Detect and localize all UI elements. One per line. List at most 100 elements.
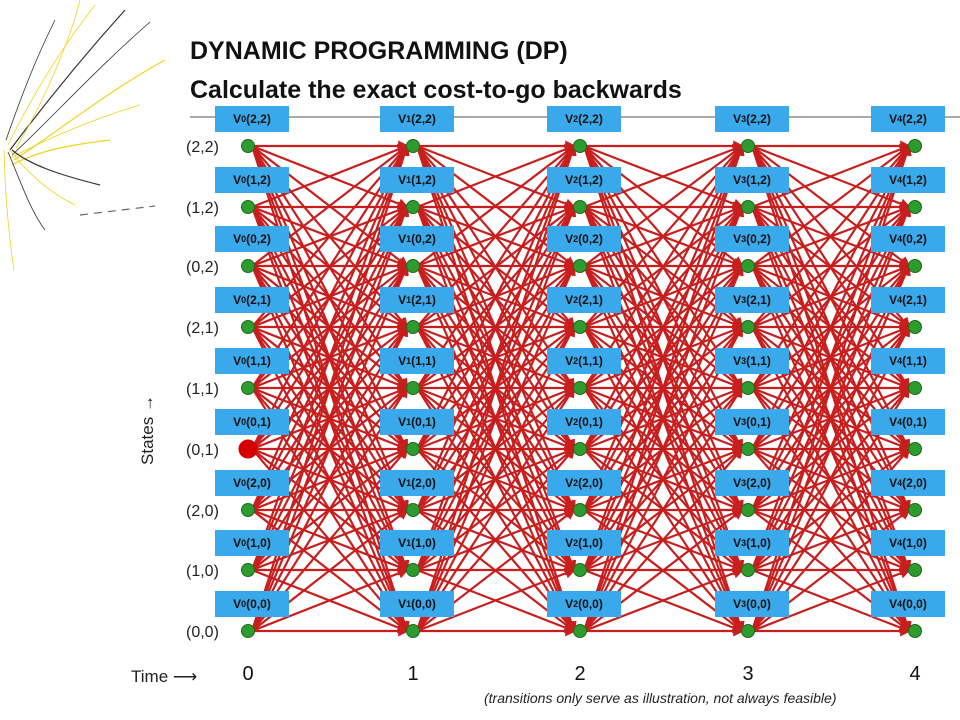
decor-dashed-line bbox=[79, 205, 156, 216]
transition-edge bbox=[582, 204, 745, 632]
decor-strand bbox=[9, 9, 126, 151]
state-node bbox=[573, 320, 587, 334]
transition-edge bbox=[582, 143, 744, 511]
state-node bbox=[406, 624, 420, 638]
decor-strand bbox=[11, 139, 111, 166]
slide-title: DYNAMIC PROGRAMMING (DP) bbox=[190, 37, 568, 65]
state-node bbox=[908, 381, 922, 395]
slide-subtitle: Calculate the exact cost-to-go backwards bbox=[190, 76, 682, 104]
transition-edge bbox=[750, 263, 911, 632]
state-node bbox=[241, 563, 255, 577]
transition-edge bbox=[415, 143, 577, 571]
state-label: (1,2) bbox=[186, 200, 219, 217]
state-node bbox=[741, 139, 755, 153]
state-node bbox=[741, 624, 755, 638]
transition-edge bbox=[751, 144, 911, 450]
state-nodes bbox=[238, 139, 922, 638]
transition-edge bbox=[415, 263, 576, 632]
time-tick-label: 3 bbox=[742, 663, 754, 685]
state-node bbox=[241, 381, 255, 395]
state-node bbox=[573, 200, 587, 214]
transition-edge bbox=[415, 143, 576, 511]
state-node bbox=[406, 320, 420, 334]
state-node bbox=[741, 442, 755, 456]
state-node bbox=[406, 381, 420, 395]
decor-strand bbox=[7, 151, 46, 231]
transition-edge bbox=[416, 144, 577, 209]
state-node bbox=[908, 503, 922, 517]
transition-edge bbox=[750, 143, 912, 571]
state-node bbox=[241, 139, 255, 153]
transition-edge bbox=[251, 325, 408, 632]
transition-edge bbox=[250, 204, 410, 632]
state-node bbox=[241, 259, 255, 273]
decor-strand bbox=[7, 4, 96, 146]
state-label: (2,1) bbox=[186, 320, 219, 337]
decor-strand bbox=[11, 149, 101, 186]
state-label: (1,1) bbox=[186, 381, 219, 398]
state-node bbox=[573, 381, 587, 395]
state-node bbox=[406, 259, 420, 273]
transition-edge bbox=[750, 143, 911, 511]
transition-edge bbox=[250, 143, 410, 571]
state-node bbox=[573, 624, 587, 638]
state-node bbox=[241, 200, 255, 214]
time-tick-label: 2 bbox=[574, 663, 586, 685]
transition-edge bbox=[750, 204, 912, 632]
state-node bbox=[908, 442, 922, 456]
state-node bbox=[573, 442, 587, 456]
state-label: (0,1) bbox=[186, 442, 219, 459]
state-node bbox=[573, 563, 587, 577]
state-node bbox=[573, 139, 587, 153]
state-node bbox=[908, 200, 922, 214]
time-tick-label: 0 bbox=[242, 663, 254, 685]
transition-edge bbox=[415, 204, 577, 632]
transition-edge bbox=[416, 144, 576, 450]
time-tick-label: 4 bbox=[909, 663, 921, 685]
state-node bbox=[406, 442, 420, 456]
decor-strand bbox=[13, 59, 166, 161]
transition-edge bbox=[416, 325, 576, 632]
transition-edge bbox=[751, 325, 911, 632]
state-node bbox=[908, 563, 922, 577]
state-label: (2,0) bbox=[186, 503, 219, 520]
transition-edge bbox=[582, 263, 744, 632]
state-node bbox=[741, 381, 755, 395]
decor-strand bbox=[11, 21, 151, 156]
decor-strand bbox=[15, 0, 81, 149]
transition-edge bbox=[251, 144, 409, 450]
state-node bbox=[573, 503, 587, 517]
transition-edge bbox=[251, 568, 410, 633]
transition-edge bbox=[751, 144, 912, 209]
transition-edge bbox=[583, 568, 745, 633]
state-node bbox=[406, 200, 420, 214]
